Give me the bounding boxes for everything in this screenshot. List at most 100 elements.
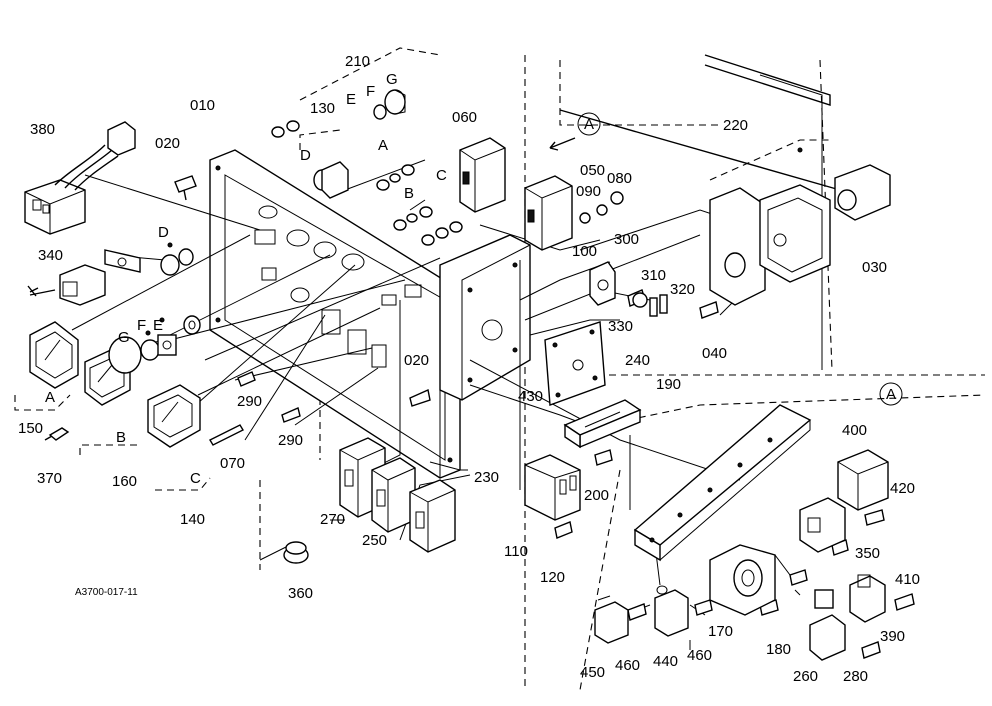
part-450 xyxy=(594,595,629,644)
letter-f-left: F xyxy=(137,317,146,334)
meter-150 xyxy=(29,321,79,389)
label-050: 050 xyxy=(580,162,605,179)
label-410: 410 xyxy=(895,571,920,588)
left-hardware xyxy=(27,242,201,441)
label-220: 220 xyxy=(723,117,748,134)
letter-c-top: C xyxy=(436,167,447,184)
letter-g-left: G xyxy=(118,329,130,346)
label-020: 020 xyxy=(155,135,180,152)
label-090: 090 xyxy=(576,183,601,200)
breaker-060 xyxy=(459,137,506,213)
label-440: 440 xyxy=(653,653,678,670)
letter-d-top: D xyxy=(300,147,311,164)
label-010: 010 xyxy=(190,97,215,114)
label-160: 160 xyxy=(112,473,137,490)
view-markers xyxy=(549,112,903,406)
label-130: 130 xyxy=(310,100,335,117)
part-380-connector xyxy=(24,121,136,235)
label-430: 430 xyxy=(518,388,543,405)
label-180: 180 xyxy=(766,641,791,658)
breaker-050 xyxy=(524,175,573,251)
letter-f-top: F xyxy=(366,83,375,100)
label-240: 240 xyxy=(625,352,650,369)
label-200: 200 xyxy=(584,487,609,504)
label-290-b: 290 xyxy=(278,432,303,449)
board-240 xyxy=(544,321,606,406)
label-250: 250 xyxy=(362,532,387,549)
view-marker-top: A xyxy=(584,116,594,133)
bracket-a-view xyxy=(633,404,812,562)
view-marker-bottom: A xyxy=(886,386,896,403)
meter-160 xyxy=(84,334,177,406)
view-marker-bottom-circle xyxy=(879,382,903,406)
label-100: 100 xyxy=(572,243,597,260)
label-280: 280 xyxy=(843,668,868,685)
part-340 xyxy=(29,249,141,306)
label-400: 400 xyxy=(842,422,867,439)
switch-250 xyxy=(371,457,416,533)
washers-nuts xyxy=(271,120,624,246)
main-panel-010 xyxy=(209,149,461,479)
label-110: 110 xyxy=(504,543,528,560)
label-210: 210 xyxy=(345,53,370,70)
bracket-plate xyxy=(439,234,531,401)
part-210 xyxy=(373,89,406,120)
label-340: 340 xyxy=(38,247,63,264)
part-labels: 010 020 020 030 040 050 060 070 080 090 … xyxy=(18,53,920,685)
label-350: 350 xyxy=(855,545,880,562)
letter-c-left: C xyxy=(190,470,201,487)
letter-e-left: E xyxy=(153,317,163,334)
label-360: 360 xyxy=(288,585,313,602)
part-360 xyxy=(283,541,309,564)
label-030: 030 xyxy=(862,259,887,276)
label-260: 260 xyxy=(793,668,818,685)
fuses-310-330 xyxy=(632,292,668,317)
letter-a-top: A xyxy=(378,137,388,154)
label-120: 120 xyxy=(540,569,565,586)
connector-letters: A B C D E F G A B C D E F G D E F G A A xyxy=(45,71,896,487)
part-390 xyxy=(849,574,886,623)
label-060: 060 xyxy=(452,109,477,126)
part-170 xyxy=(709,544,776,616)
letter-d-left: D xyxy=(158,224,169,241)
label-300: 300 xyxy=(614,231,639,248)
label-320: 320 xyxy=(670,281,695,298)
cabinet-housing xyxy=(559,54,841,370)
label-140: 140 xyxy=(180,511,205,528)
label-380: 380 xyxy=(30,121,55,138)
part-260 xyxy=(809,589,846,661)
letter-b-left: B xyxy=(116,429,126,446)
letter-b-top: B xyxy=(404,185,414,202)
letter-a-left: A xyxy=(45,389,55,406)
part-220 xyxy=(709,187,766,306)
label-310: 310 xyxy=(641,267,666,284)
part-350 xyxy=(799,497,846,553)
letter-e-top: E xyxy=(346,91,356,108)
label-190: 190 xyxy=(656,376,681,393)
label-040: 040 xyxy=(702,345,727,362)
label-150: 150 xyxy=(18,420,43,437)
label-270: 270 xyxy=(320,511,345,528)
terminal-190 xyxy=(563,399,642,449)
label-390: 390 xyxy=(880,628,905,645)
part-400 xyxy=(837,449,889,511)
label-080: 080 xyxy=(607,170,632,187)
label-370: 370 xyxy=(37,470,62,487)
label-070: 070 xyxy=(220,455,245,472)
label-420: 420 xyxy=(890,480,915,497)
part-300 xyxy=(589,261,616,306)
relay-110 xyxy=(524,454,581,521)
label-170: 170 xyxy=(708,623,733,640)
part-030 xyxy=(759,147,891,283)
label-330: 330 xyxy=(608,318,633,335)
label-460: 460 xyxy=(615,657,640,674)
letter-g-top: G xyxy=(386,71,398,88)
label-290: 290 xyxy=(237,393,262,410)
label-450: 450 xyxy=(580,664,605,681)
label-020-b: 020 xyxy=(404,352,429,369)
label-230: 230 xyxy=(474,469,499,486)
figure-code: A3700-017-11 xyxy=(75,587,138,598)
switch-230 xyxy=(409,479,456,553)
label-460-b: 460 xyxy=(687,647,712,664)
